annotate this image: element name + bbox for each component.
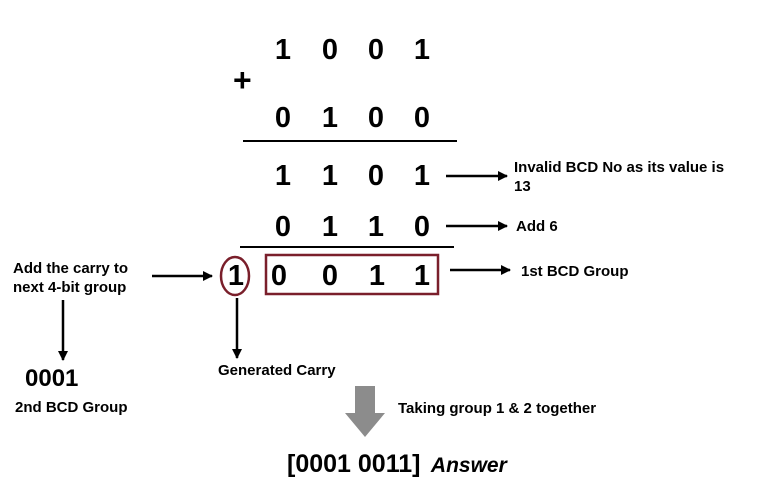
second-group-value: 0001 xyxy=(25,365,79,392)
sum-digit: 1 xyxy=(274,160,292,192)
correction-digit: 0 xyxy=(413,211,431,243)
addend-1-digit: 0 xyxy=(367,34,385,66)
result-digit: 0 xyxy=(270,260,288,292)
first-bcd-group-note: 1st BCD Group xyxy=(521,263,629,280)
add-carry-note-line: next 4-bit group xyxy=(13,279,127,296)
add-six-note: Add 6 xyxy=(516,218,558,235)
result-digit: 0 xyxy=(321,260,339,292)
addend-1-digit: 1 xyxy=(274,34,292,66)
addend-2-digit: 0 xyxy=(413,102,431,134)
together-down-arrow xyxy=(345,386,385,437)
answer-word: Answer xyxy=(430,454,507,477)
invalid-bcd-note-line: Invalid BCD No as its value is xyxy=(514,159,725,176)
carry-digit: 1 xyxy=(227,260,245,292)
invalid-bcd-note: Invalid BCD No as its value is 13 xyxy=(514,158,724,196)
plus-sign: + xyxy=(233,62,252,98)
result-digit: 1 xyxy=(368,260,386,292)
addend-1-digit: 1 xyxy=(413,34,431,66)
first-group-box xyxy=(264,253,440,296)
taking-groups-note: Taking group 1 & 2 together xyxy=(398,400,597,417)
generated-carry-note: Generated Carry xyxy=(218,362,336,379)
sum-digit: 1 xyxy=(321,160,339,192)
addend-2-digit: 0 xyxy=(274,102,292,134)
correction-digit: 1 xyxy=(321,211,339,243)
add-carry-note-line: Add the carry to xyxy=(13,260,129,277)
addend-1-digit: 0 xyxy=(321,34,339,66)
addend-2-digit: 0 xyxy=(367,102,385,134)
result-divider-line xyxy=(240,246,454,248)
result-digit: 1 xyxy=(413,260,431,292)
add-carry-note: Add the carry to next 4-bit group xyxy=(13,259,128,297)
correction-digit: 0 xyxy=(274,211,292,243)
invalid-bcd-note-value: 13 xyxy=(514,178,531,195)
sum-digit: 1 xyxy=(413,160,431,192)
final-answer: [0001 0011] Answer xyxy=(287,450,507,479)
sum-digit: 0 xyxy=(367,160,385,192)
addend-2-digit: 1 xyxy=(321,102,339,134)
sum-divider-line xyxy=(243,140,457,142)
second-group-label: 2nd BCD Group xyxy=(15,399,128,416)
correction-digit: 1 xyxy=(367,211,385,243)
answer-value: [0001 0011] xyxy=(287,450,421,478)
carry-circle xyxy=(219,255,251,297)
